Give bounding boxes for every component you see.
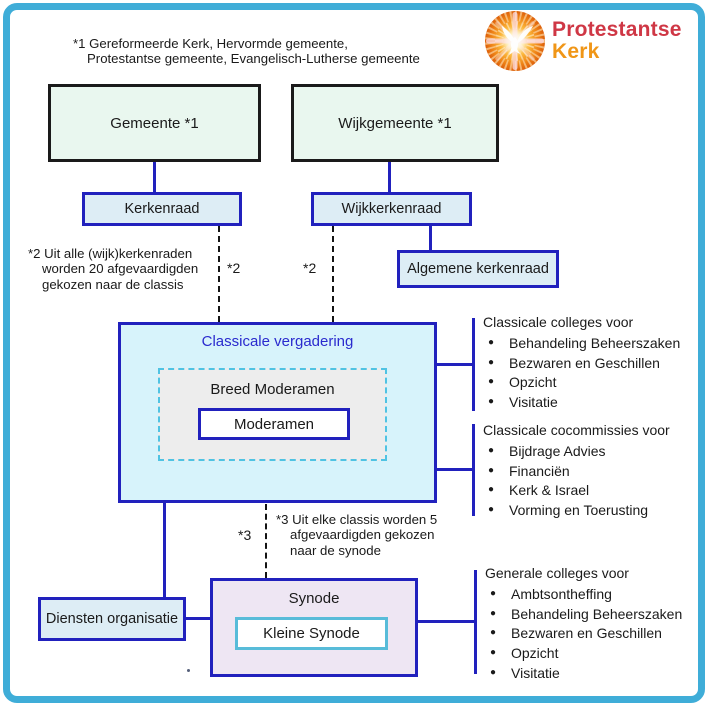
box-algemene-kerkenraad-label: Algemene kerkenraad xyxy=(407,261,549,277)
ref-label-2-left: *2 xyxy=(227,260,241,276)
list-item: ● Behandeling Beheerszaken xyxy=(485,604,682,624)
bracket-generale-colleges xyxy=(474,570,477,674)
bullet-icon: ● xyxy=(490,627,497,639)
connector-classicale-commissies xyxy=(437,468,472,471)
box-wijkkerkenraad-label: Wijkkerkenraad xyxy=(341,201,442,217)
ref-label-3: *3 xyxy=(238,527,252,543)
list-item: ● Opzicht xyxy=(483,373,680,393)
connector-wijkgemeente-wijkkerkenraad xyxy=(388,162,391,192)
box-classicale-vergadering-label: Classicale vergadering xyxy=(201,333,354,350)
protestantse-kerk-logo: Protestantse Kerk xyxy=(484,10,682,72)
footnote-2-line1: *2 Uit alle (wijk)kerkenraden xyxy=(28,246,193,261)
list-item: ● Bezwaren en Geschillen xyxy=(483,353,680,373)
list-classicale-colleges: Classicale colleges voor ● Behandeling Be… xyxy=(483,314,680,412)
bullet-icon: ● xyxy=(488,376,495,388)
box-synode-label: Synode xyxy=(288,590,340,607)
list-generale-colleges-header: Generale colleges voor xyxy=(485,565,629,581)
list-item: ● Kerk & Israel xyxy=(483,481,670,501)
stray-dot xyxy=(187,669,190,672)
list-item-label: Visitatie xyxy=(509,394,558,411)
list-classicale-commissies: Classicale cocommissies voor ● Bijdrage A… xyxy=(483,422,670,520)
list-item-label: Behandeling Beheerszaken xyxy=(509,334,681,351)
bullet-icon: ● xyxy=(488,396,495,408)
footnote-2-line2: worden 20 afgevaardigden xyxy=(42,261,199,277)
list-item: ● Bijdrage Advies xyxy=(483,441,670,461)
list-item-label: Kerk & Israel xyxy=(509,482,590,499)
list-item-label: Financiën xyxy=(509,462,570,479)
connector-gemeente-kerkenraad xyxy=(153,162,156,192)
footnote-3-line1: *3 Uit elke classis worden 5 xyxy=(276,512,438,527)
footnote-2: *2 Uit alle (wijk)kerkenraden worden 20 … xyxy=(28,246,198,292)
list-item: ● Vorming en Toerusting xyxy=(483,500,670,520)
connector-classicale-colleges xyxy=(437,363,472,366)
list-item: ● Financiën xyxy=(483,461,670,481)
bullet-icon: ● xyxy=(488,464,495,476)
box-moderamen: Moderamen xyxy=(198,408,350,440)
box-algemene-kerkenraad: Algemene kerkenraad xyxy=(397,250,559,288)
list-item-label: Bezwaren en Geschillen xyxy=(509,354,660,371)
list-classicale-colleges-header: Classicale colleges voor xyxy=(483,314,634,330)
bullet-icon: ● xyxy=(490,667,497,679)
box-kleine-synode-label: Kleine Synode xyxy=(263,625,360,642)
connector-synode-generale xyxy=(418,620,474,623)
list-item-label: Opzicht xyxy=(509,374,557,391)
box-wijkgemeente: Wijkgemeente *1 xyxy=(291,84,499,162)
footnote-1-line2: Protestantse gemeente, Evangelisch-Luthe… xyxy=(87,51,420,67)
list-item: ● Visitatie xyxy=(485,663,682,683)
box-kleine-synode: Kleine Synode xyxy=(235,617,388,650)
list-item-label: Visitatie xyxy=(511,665,560,682)
box-diensten-organisatie: Diensten organisatie xyxy=(38,597,186,641)
footnote-3-line3: naar de synode xyxy=(290,542,381,558)
footnote-1: *1 Gereformeerde Kerk, Hervormde gemeent… xyxy=(73,36,420,67)
dashed-connector-classicale-synode xyxy=(265,504,267,578)
logo-text-line1: Protestantse xyxy=(552,18,682,41)
list-item-label: Bijdrage Advies xyxy=(509,442,606,459)
list-item-label: Ambtsontheffing xyxy=(511,585,612,602)
box-breed-moderamen-label: Breed Moderamen xyxy=(210,381,335,398)
box-gemeente-label: Gemeente *1 xyxy=(110,114,199,132)
bullet-icon: ● xyxy=(490,647,497,659)
bullet-icon: ● xyxy=(488,356,495,368)
box-moderamen-label: Moderamen xyxy=(233,415,315,433)
footnote-1-line1: *1 Gereformeerde Kerk, Hervormde gemeent… xyxy=(73,36,348,51)
connector-wijkkerkenraad-algemene xyxy=(429,226,432,251)
footnote-3-line2: afgevaardigden gekozen xyxy=(290,527,435,543)
bullet-icon: ● xyxy=(490,607,497,619)
bullet-icon: ● xyxy=(490,587,497,599)
list-item: ● Ambtsontheffing xyxy=(485,584,682,604)
list-item-label: Behandeling Beheerszaken xyxy=(511,605,683,622)
list-classicale-commissies-header: Classicale cocommissies voor xyxy=(483,422,670,438)
logo-wordmark: Protestantse Kerk xyxy=(552,18,682,64)
bracket-classicale-commissies xyxy=(472,424,475,516)
ref-label-2-right: *2 xyxy=(303,260,317,276)
outer-border xyxy=(3,3,705,703)
box-wijkkerkenraad: Wijkkerkenraad xyxy=(311,192,472,226)
dashed-connector-kerkenraad-classicale xyxy=(218,226,220,322)
connector-classicale-diensten xyxy=(163,503,166,598)
list-item: ● Opzicht xyxy=(485,643,682,663)
list-item: ● Visitatie xyxy=(483,392,680,412)
list-item-label: Opzicht xyxy=(511,645,559,662)
list-item-label: Bezwaren en Geschillen xyxy=(511,625,662,642)
box-kerkenraad: Kerkenraad xyxy=(82,192,242,226)
bullet-icon: ● xyxy=(488,336,495,348)
list-item: ● Behandeling Beheerszaken xyxy=(483,333,680,353)
bracket-classicale-colleges xyxy=(472,318,475,411)
bullet-icon: ● xyxy=(488,504,495,516)
bullet-icon: ● xyxy=(488,484,495,496)
bullet-icon: ● xyxy=(488,444,495,456)
connector-diensten-synode xyxy=(186,617,210,620)
dashed-connector-wijkkerkenraad-classicale xyxy=(332,226,334,322)
box-kerkenraad-label: Kerkenraad xyxy=(124,201,200,217)
box-gemeente: Gemeente *1 xyxy=(48,84,261,162)
footnote-2-line3: gekozen naar de classis xyxy=(42,276,184,292)
logo-text-line2: Kerk xyxy=(552,40,600,64)
sunburst-dove-icon xyxy=(485,11,545,71)
list-item: ● Bezwaren en Geschillen xyxy=(485,624,682,644)
footnote-3: *3 Uit elke classis worden 5 afgevaardig… xyxy=(276,512,437,558)
box-wijkgemeente-label: Wijkgemeente *1 xyxy=(338,114,452,132)
list-item-label: Vorming en Toerusting xyxy=(509,502,649,519)
box-diensten-organisatie-label: Diensten organisatie xyxy=(45,611,179,627)
list-generale-colleges: Generale colleges voor ●Ambtsontheffing … xyxy=(485,565,682,683)
